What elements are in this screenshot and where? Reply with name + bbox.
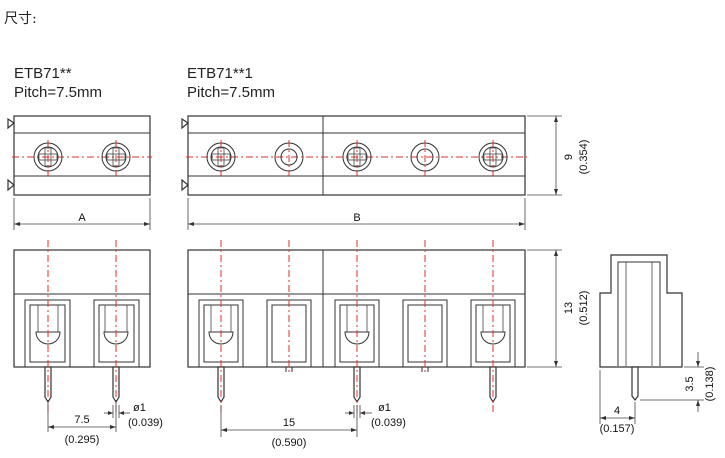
dimension-top-height: 9 (0.354) [527, 115, 590, 196]
model-1-name: ETB71** [14, 65, 72, 82]
side-solder-pin [631, 366, 639, 401]
dimension-double-pitch: 15 (0.590) [220, 405, 358, 449]
latch-notch [7, 178, 15, 192]
dimension-pin-length: 3.5 (0.138) [640, 352, 716, 412]
side-width-inch: (0.157) [600, 423, 635, 435]
dimension-double-pitch-value: 15 [283, 417, 295, 429]
pin-length-value: 3.5 [684, 376, 696, 391]
top-view-model-1 [7, 115, 152, 196]
dimension-top-height-value: 9 [563, 154, 575, 160]
dimension-front-height-inch: (0.512) [578, 291, 590, 326]
dimension-b-label: B [353, 212, 360, 224]
latch-notch [7, 117, 16, 130]
solder-pin [217, 366, 225, 404]
dimension-double-pitch-inch: (0.590) [272, 437, 307, 449]
top-view-model-2 [181, 115, 527, 196]
solder-pin [353, 366, 361, 404]
model-1-pitch: Pitch=7.5mm [14, 84, 102, 101]
pin-length-inch: (0.138) [704, 367, 716, 402]
dimension-top-height-inch: (0.354) [578, 140, 590, 175]
side-view [599, 254, 683, 401]
dimension-pitch-value: 7.5 [74, 414, 89, 426]
solder-pin [44, 366, 52, 404]
latch-notch [181, 117, 190, 130]
model-1-label: ETB71** Pitch=7.5mm [14, 64, 102, 102]
front-view-model-2 [187, 240, 526, 412]
front-view-model-1 [13, 240, 151, 412]
dimension-pin-diameter-2: ø1 (0.039) [345, 402, 406, 429]
dimensions-heading: 尺寸: [4, 11, 37, 27]
solder-pin [489, 366, 497, 404]
pin-diameter-1-value: ø1 [133, 402, 146, 414]
dimension-front-height: 13 (0.512) [527, 249, 590, 368]
pin-diameter-2-value: ø1 [378, 402, 391, 414]
dimension-b: B [187, 198, 526, 230]
dimension-side-width: 4 (0.157) [600, 370, 636, 435]
dimension-front-height-value: 13 [563, 302, 575, 314]
dimension-pin-diameter-1: ø1 (0.039) [104, 402, 163, 429]
dimension-pitch-inch: (0.295) [65, 434, 100, 446]
solder-pin [112, 366, 120, 404]
model-2-label: ETB71**1 Pitch=7.5mm [187, 64, 275, 102]
dimension-a: A [13, 198, 151, 230]
model-2-pitch: Pitch=7.5mm [187, 84, 275, 101]
pin-diameter-1-inch: (0.039) [128, 417, 163, 429]
dimension-a-label: A [78, 212, 86, 224]
pin-diameter-2-inch: (0.039) [371, 417, 406, 429]
model-2-name: ETB71**1 [187, 65, 253, 82]
latch-notch [181, 178, 189, 192]
side-width-value: 4 [614, 405, 620, 417]
dimension-pitch: 7.5 (0.295) [47, 400, 117, 446]
